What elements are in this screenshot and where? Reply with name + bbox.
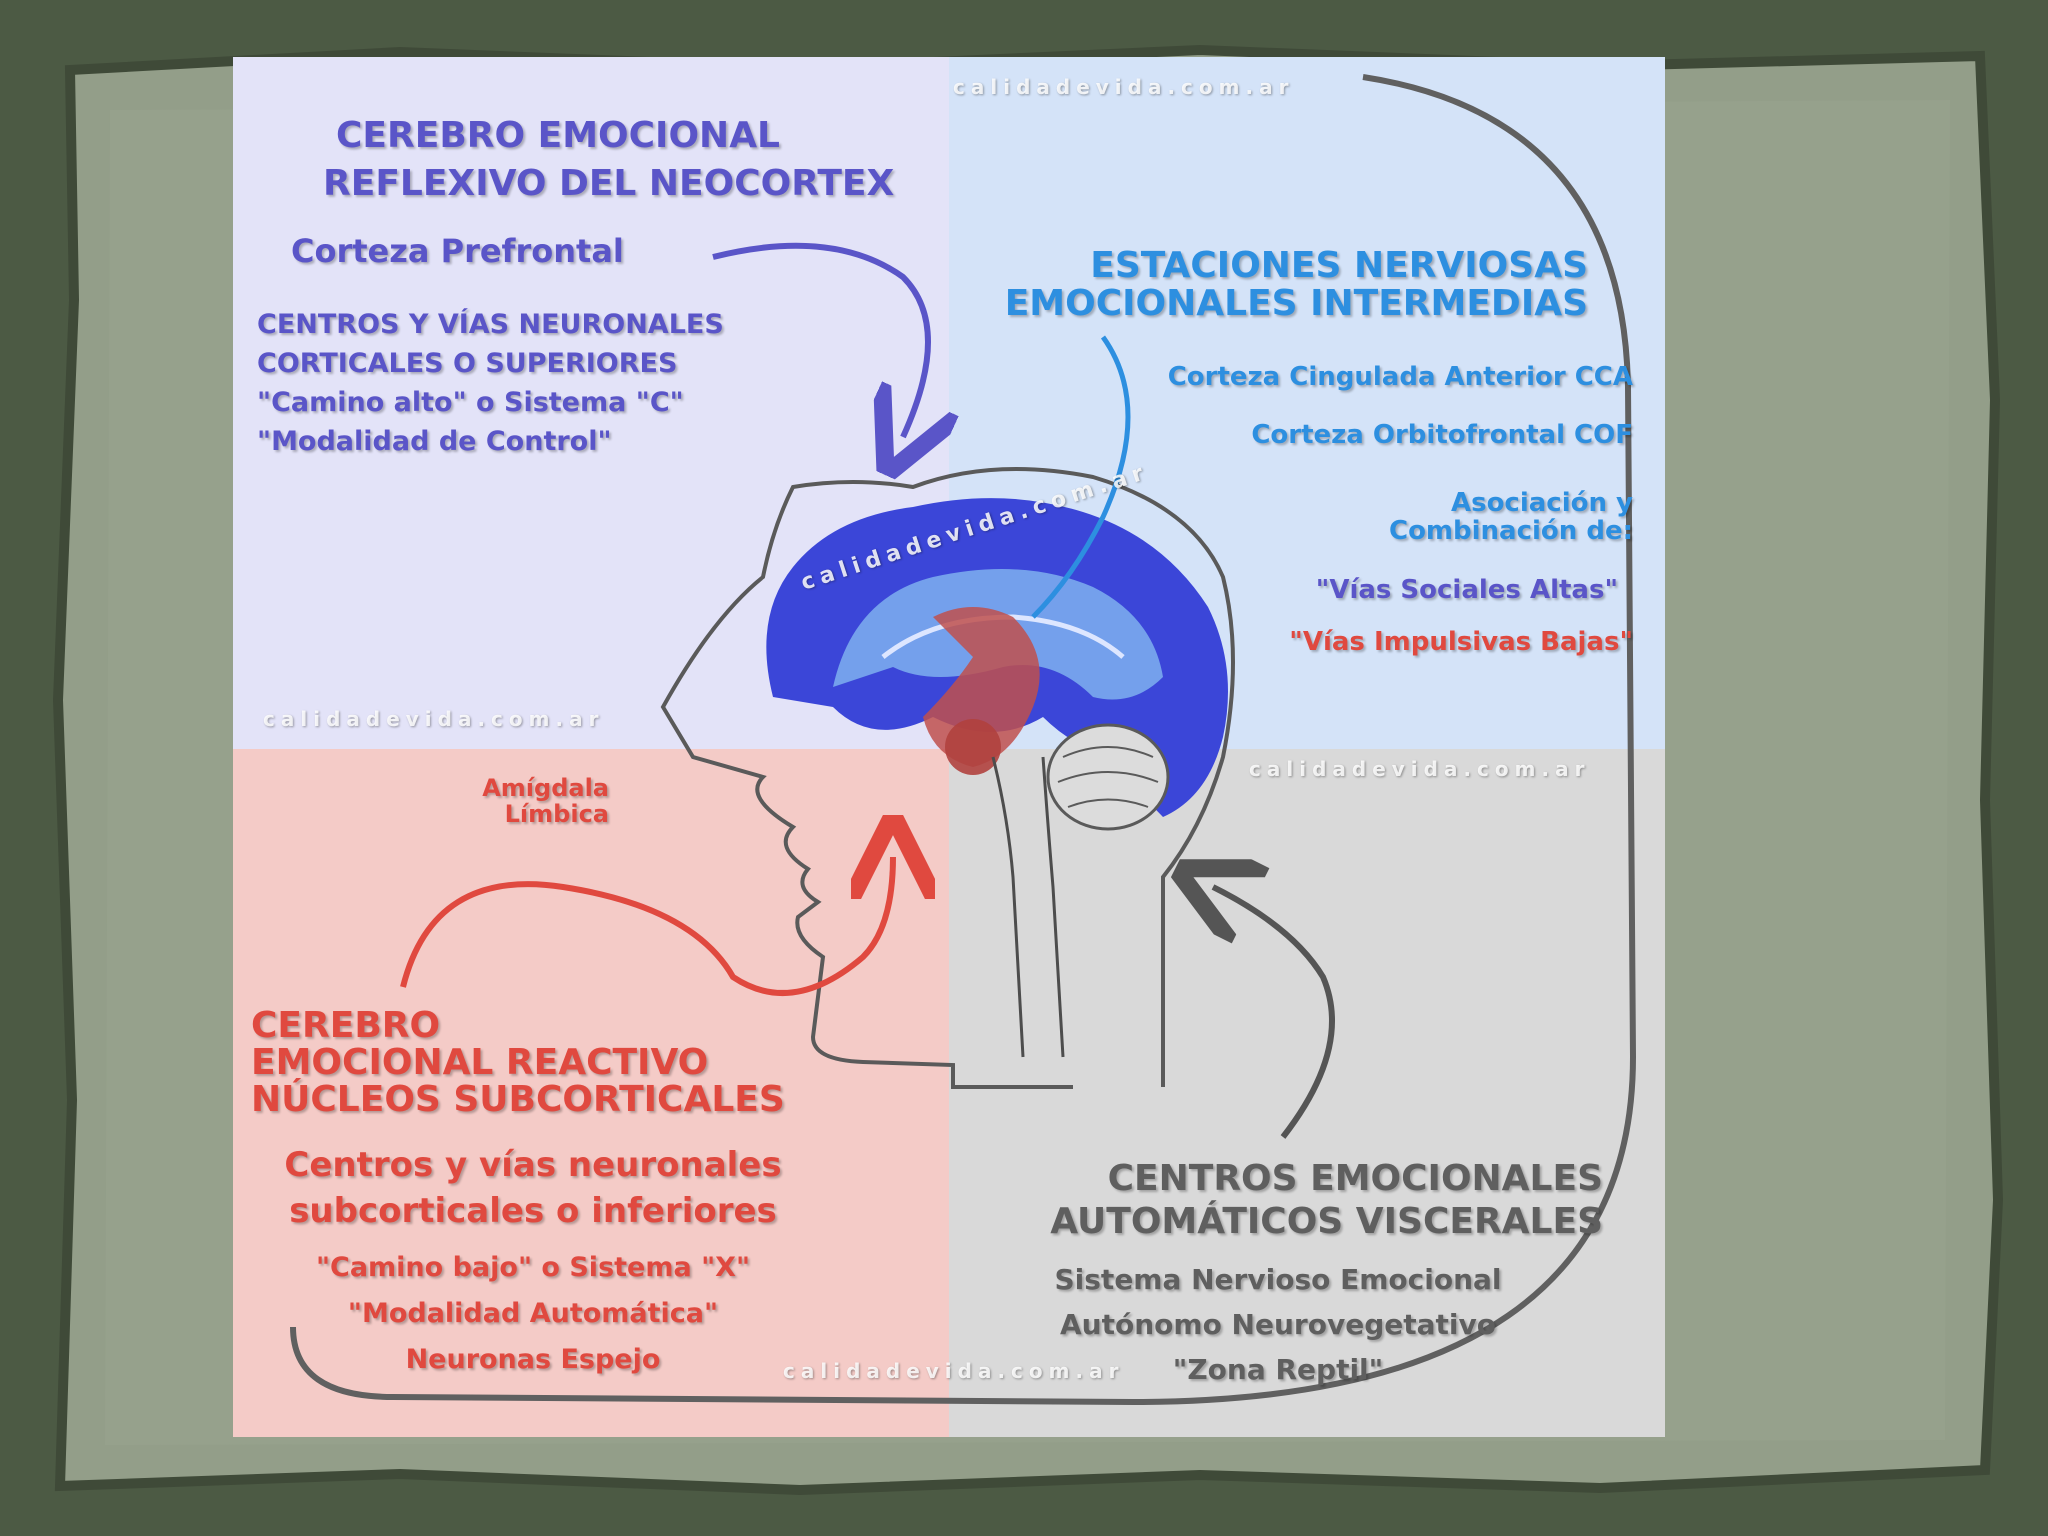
arrow-intermediate <box>1031 335 1131 619</box>
quadrant-subcortical <box>233 749 949 1437</box>
arrow-subcortical <box>400 857 893 996</box>
arrow-visceral <box>1213 887 1335 1139</box>
cerebellum <box>1046 723 1170 831</box>
watermark-bottom: calidadevida.com.ar <box>783 1359 1125 1383</box>
intermediate-title: ESTACIONES NERVIOSAS EMOCIONALES INTERME… <box>1004 245 1588 324</box>
arrow-prefrontal <box>712 242 928 437</box>
visceral-description: Sistema Nervioso Emocional Autónomo Neur… <box>1054 1263 1502 1386</box>
amygdala-label: Amígdala Límbica <box>482 774 609 828</box>
diagram-panel: calidadevida.com.ar calidadevida.com.ar … <box>233 57 1665 1437</box>
social-paths-label: "Vías Sociales Altas" <box>1315 575 1618 605</box>
limbic-system <box>923 607 1040 767</box>
cof-label: Corteza Orbitofrontal COF <box>1251 420 1633 450</box>
neocortex-title: CEREBRO EMOCIONAL REFLEXIVO DEL NEOCORTE… <box>323 115 895 204</box>
head-outline <box>660 467 1235 1089</box>
brainstem <box>991 756 1065 1058</box>
visceral-title: CENTROS EMOCIONALES AUTOMÁTICOS VISCERAL… <box>1050 1158 1603 1242</box>
watermark-top: calidadevida.com.ar <box>953 75 1295 99</box>
association-label: Asociación y Combinación de: <box>1388 488 1633 546</box>
cca-label: Corteza Cingulada Anterior CCA <box>1167 362 1633 392</box>
watermark-right: calidadevida.com.ar <box>1249 757 1591 781</box>
subcortical-title: CEREBRO EMOCIONAL REACTIVO NÚCLEOS SUBCO… <box>251 1005 785 1120</box>
frame-outline <box>290 74 1637 1406</box>
impulsive-paths-label: "Vías Impulsivas Bajas" <box>1289 627 1633 657</box>
watermark-left: calidadevida.com.ar <box>263 707 605 731</box>
subcortical-subtitle: Centros y vías neuronales subcorticales … <box>284 1145 782 1231</box>
prefrontal-label: Corteza Prefrontal <box>291 232 624 270</box>
quadrant-visceral <box>949 749 1665 1437</box>
subcortical-description: "Camino bajo" o Sistema "X" "Modalidad A… <box>315 1252 751 1375</box>
neocortex-description: CENTROS Y VÍAS NEURONALES CORTICALES O S… <box>257 309 724 457</box>
brain-illustration <box>290 74 1637 1406</box>
